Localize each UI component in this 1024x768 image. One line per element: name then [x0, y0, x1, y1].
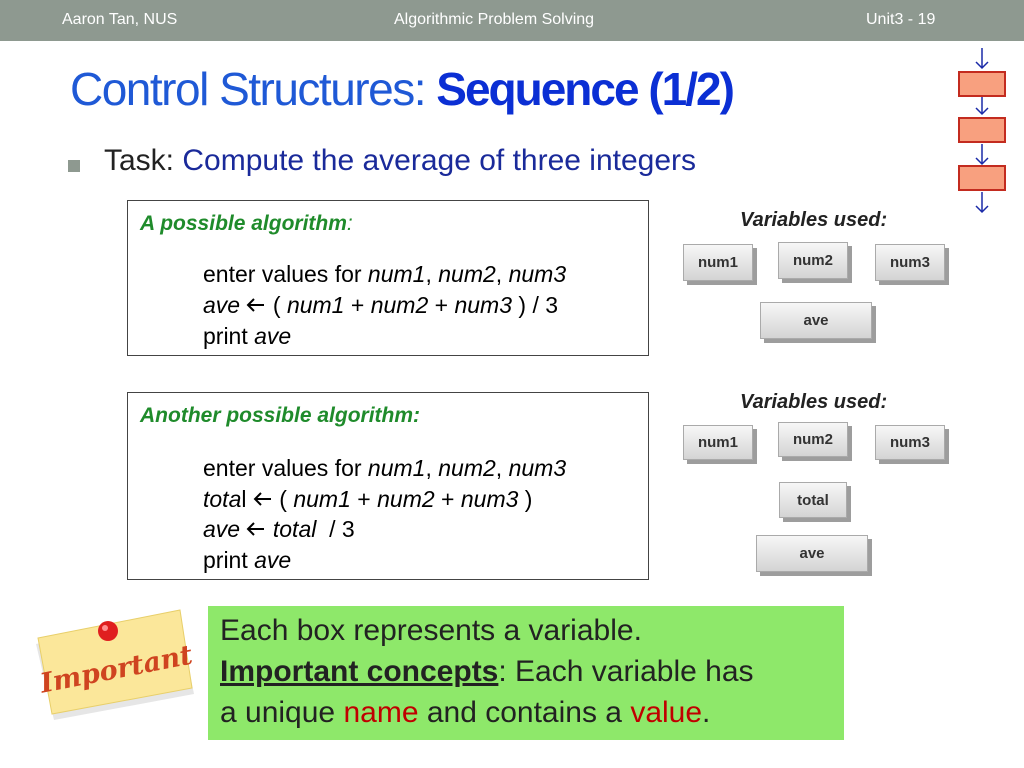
- header-page-number: Unit3 - 19: [866, 11, 936, 28]
- task-text: Compute the average of three integers: [182, 144, 697, 177]
- algorithm-1-line-2: ave ( num1 + num2 + num3 ) / 3: [203, 292, 559, 318]
- algorithm-1-line-1: enter values for num1, num2, num3: [203, 261, 567, 287]
- algorithm-1-heading: A possible algorithm:: [140, 212, 353, 235]
- algorithm-2-line-2: total ( num1 + num2 + num3 ): [203, 486, 533, 512]
- title-part2: Sequence (1/2): [436, 63, 735, 115]
- variable-box-num1: num1: [683, 244, 753, 281]
- variable-box-num2: num2: [778, 422, 848, 457]
- algorithm-2-line-4: print ave: [203, 547, 292, 573]
- important-concepts-note: Each box represents a variable. Importan…: [208, 606, 844, 740]
- variable-box-ave: ave: [756, 535, 868, 572]
- important-sticker-icon: Important: [36, 609, 196, 720]
- note-line-3: a unique name and contains a value.: [220, 696, 711, 729]
- left-arrow-icon: [253, 492, 271, 506]
- variable-box-num1: num1: [683, 425, 753, 460]
- left-arrow-icon: [247, 298, 265, 312]
- header-bar: Aaron Tan, NUS Algorithmic Problem Solvi…: [0, 0, 1024, 41]
- header-author: Aaron Tan, NUS: [62, 11, 178, 28]
- sequence-flowchart-icon: [958, 48, 1006, 214]
- task-label: Task:: [104, 144, 183, 177]
- algorithm-2-heading: Another possible algorithm:: [140, 404, 421, 427]
- algorithm-2-line-3: ave total / 3: [203, 516, 355, 542]
- variables-used-label-1: Variables used:: [740, 209, 888, 231]
- variable-box-num3: num3: [875, 244, 945, 281]
- variable-box-num2: num2: [778, 242, 848, 279]
- algorithm-2-line-1: enter values for num1, num2, num3: [203, 455, 567, 481]
- algorithm-box-2: Another possible algorithm: enter values…: [127, 392, 649, 580]
- variable-box-total: total: [779, 482, 847, 518]
- note-line-1: Each box represents a variable.: [220, 614, 642, 647]
- algorithm-box-1: A possible algorithm: enter values for n…: [127, 200, 649, 356]
- title-part1: Control Structures:: [70, 63, 437, 115]
- variable-box-ave: ave: [760, 302, 872, 339]
- variables-used-label-2: Variables used:: [740, 391, 888, 413]
- variable-box-num3: num3: [875, 425, 945, 460]
- left-arrow-icon: [247, 522, 265, 536]
- header-course: Algorithmic Problem Solving: [394, 11, 595, 28]
- square-bullet-icon: [68, 160, 80, 172]
- task-line: Task: Compute the average of three integ…: [104, 144, 696, 178]
- note-line-2: Important concepts: Each variable has: [220, 655, 754, 688]
- slide-title: Control Structures: Sequence (1/2): [70, 62, 735, 116]
- algorithm-1-line-3: print ave: [203, 323, 292, 349]
